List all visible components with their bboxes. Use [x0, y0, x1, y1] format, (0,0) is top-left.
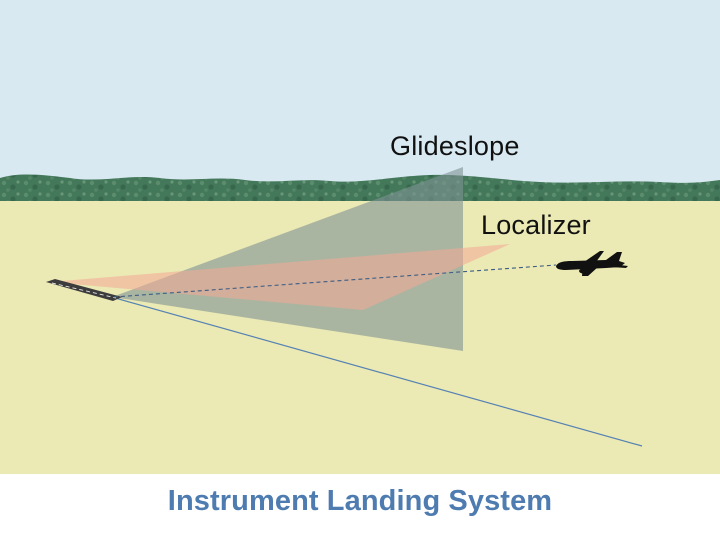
localizer-beam	[50, 244, 510, 310]
localizer-label: Localizer	[481, 210, 591, 240]
sky	[0, 0, 720, 200]
runway	[46, 279, 122, 301]
airplane-silhouette-icon	[556, 251, 628, 276]
ils-scene	[0, 0, 720, 474]
runway-centerline-extension	[107, 295, 643, 447]
approach-path	[113, 264, 557, 298]
caption-title: Instrument Landing System	[167, 485, 553, 517]
glideslope-beam	[112, 167, 463, 351]
horizon-hills	[0, 174, 720, 201]
glideslope-label: Glideslope	[390, 131, 520, 161]
